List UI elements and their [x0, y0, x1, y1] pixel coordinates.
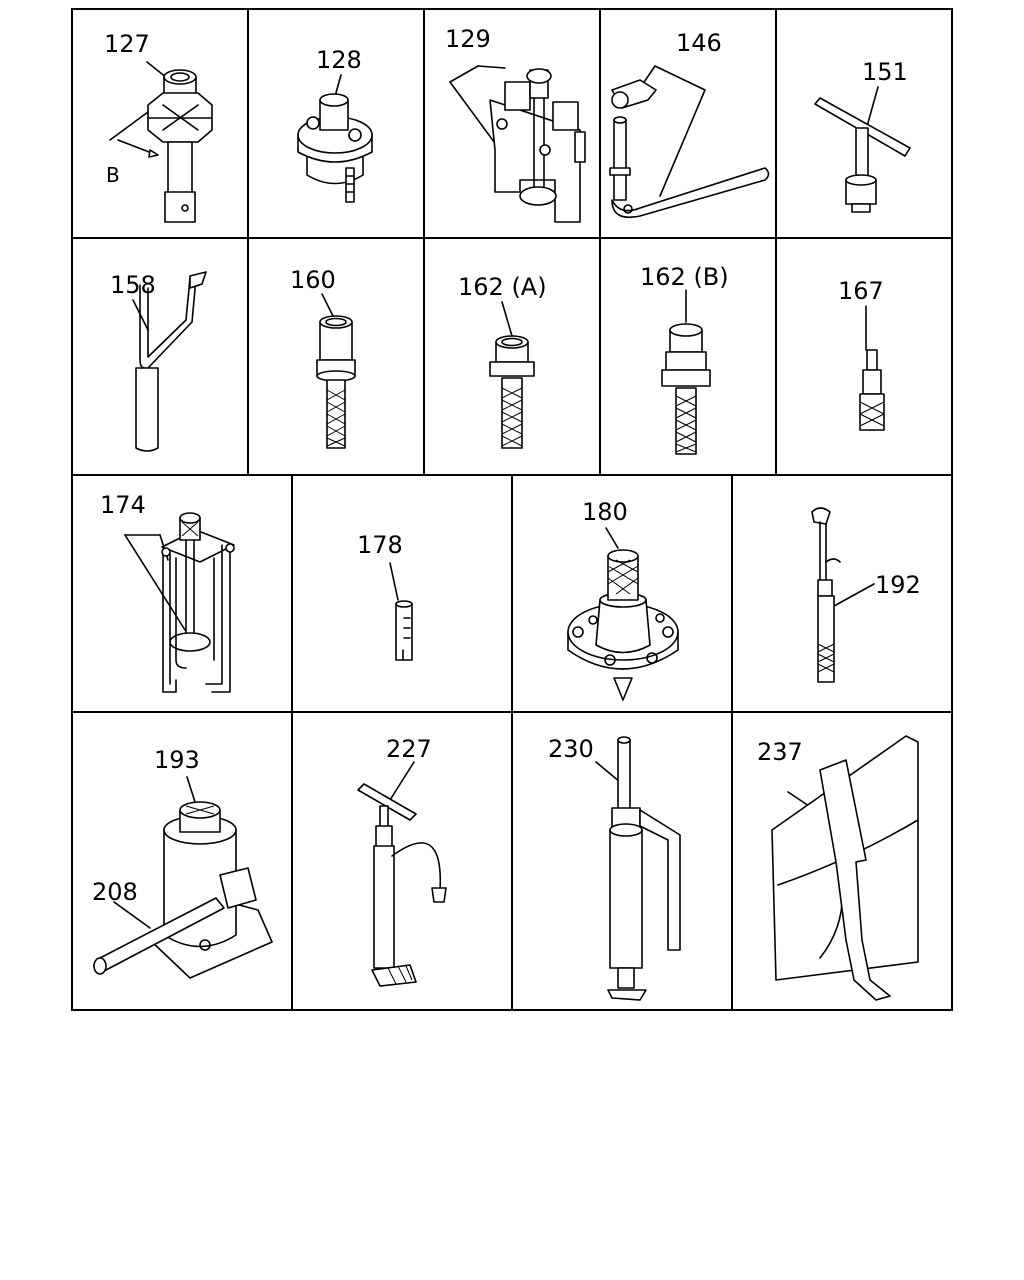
cell-129: 129: [445, 25, 586, 223]
dimension-label-b: B: [106, 163, 120, 187]
puller-icon: [297, 74, 373, 203]
part-label-129: 129: [445, 25, 491, 53]
part-label-146: 146: [676, 29, 722, 57]
socket-wrench-icon: [109, 61, 213, 223]
part-label-208: 208: [92, 878, 138, 906]
part-label-174: 174: [100, 491, 146, 519]
part-label-162a: 162 (A): [458, 273, 547, 301]
flange-tool-icon: [567, 527, 679, 701]
hand-pump-icon: [357, 761, 447, 987]
threaded-adapter-icon: [316, 293, 356, 449]
part-label-180: 180: [582, 498, 628, 526]
jack-handle-icon: [93, 897, 225, 975]
part-label-227: 227: [386, 735, 432, 763]
part-label-167: 167: [838, 277, 884, 305]
threaded-adapter-icon: [489, 301, 535, 449]
tool-bag-icon: [771, 735, 919, 1001]
part-label-128: 128: [316, 46, 362, 74]
cell-174: 174: [100, 491, 235, 693]
cell-158: 158: [110, 271, 207, 452]
part-label-160: 160: [290, 266, 336, 294]
crank-handle-icon: [132, 271, 207, 452]
threaded-adapter-icon: [661, 289, 711, 455]
grid-frame: [71, 8, 953, 1011]
gear-puller-icon: [124, 512, 235, 693]
cell-193-208: 193 208: [92, 746, 273, 979]
cell-127: 127 B: [104, 30, 213, 223]
cell-162a: 162 (A): [458, 273, 547, 449]
part-label-230: 230: [548, 735, 594, 763]
pin-gauge-icon: [389, 562, 413, 661]
cell-178: 178: [357, 531, 413, 661]
knurled-pin-icon: [859, 305, 885, 431]
part-label-178: 178: [357, 531, 403, 559]
t-handle-wrench-icon: [814, 86, 911, 213]
spanner-icon: [609, 65, 770, 219]
cell-227: 227: [357, 735, 447, 987]
cell-167: 167: [838, 277, 885, 431]
part-label-192: 192: [875, 571, 921, 599]
cell-146: 146: [609, 29, 770, 219]
cell-128: 128: [297, 46, 373, 203]
cell-230: 230: [548, 735, 681, 1001]
part-label-151: 151: [862, 58, 908, 86]
cell-237: 237: [757, 735, 919, 1001]
cell-151: 151: [814, 58, 911, 213]
part-label-193: 193: [154, 746, 200, 774]
cell-192: 192: [811, 507, 921, 683]
part-label-162b: 162 (B): [640, 263, 729, 291]
part-label-158: 158: [110, 271, 156, 299]
part-label-237: 237: [757, 738, 803, 766]
clamp-tool-icon: [449, 65, 586, 223]
cell-180: 180: [567, 498, 679, 701]
grease-gun-icon: [595, 736, 681, 1001]
cell-162b: 162 (B): [640, 263, 729, 455]
cell-160: 160: [290, 266, 356, 449]
tire-gauge-icon: [811, 507, 875, 683]
bottle-jack-icon: [149, 776, 273, 979]
part-label-127: 127: [104, 30, 150, 58]
